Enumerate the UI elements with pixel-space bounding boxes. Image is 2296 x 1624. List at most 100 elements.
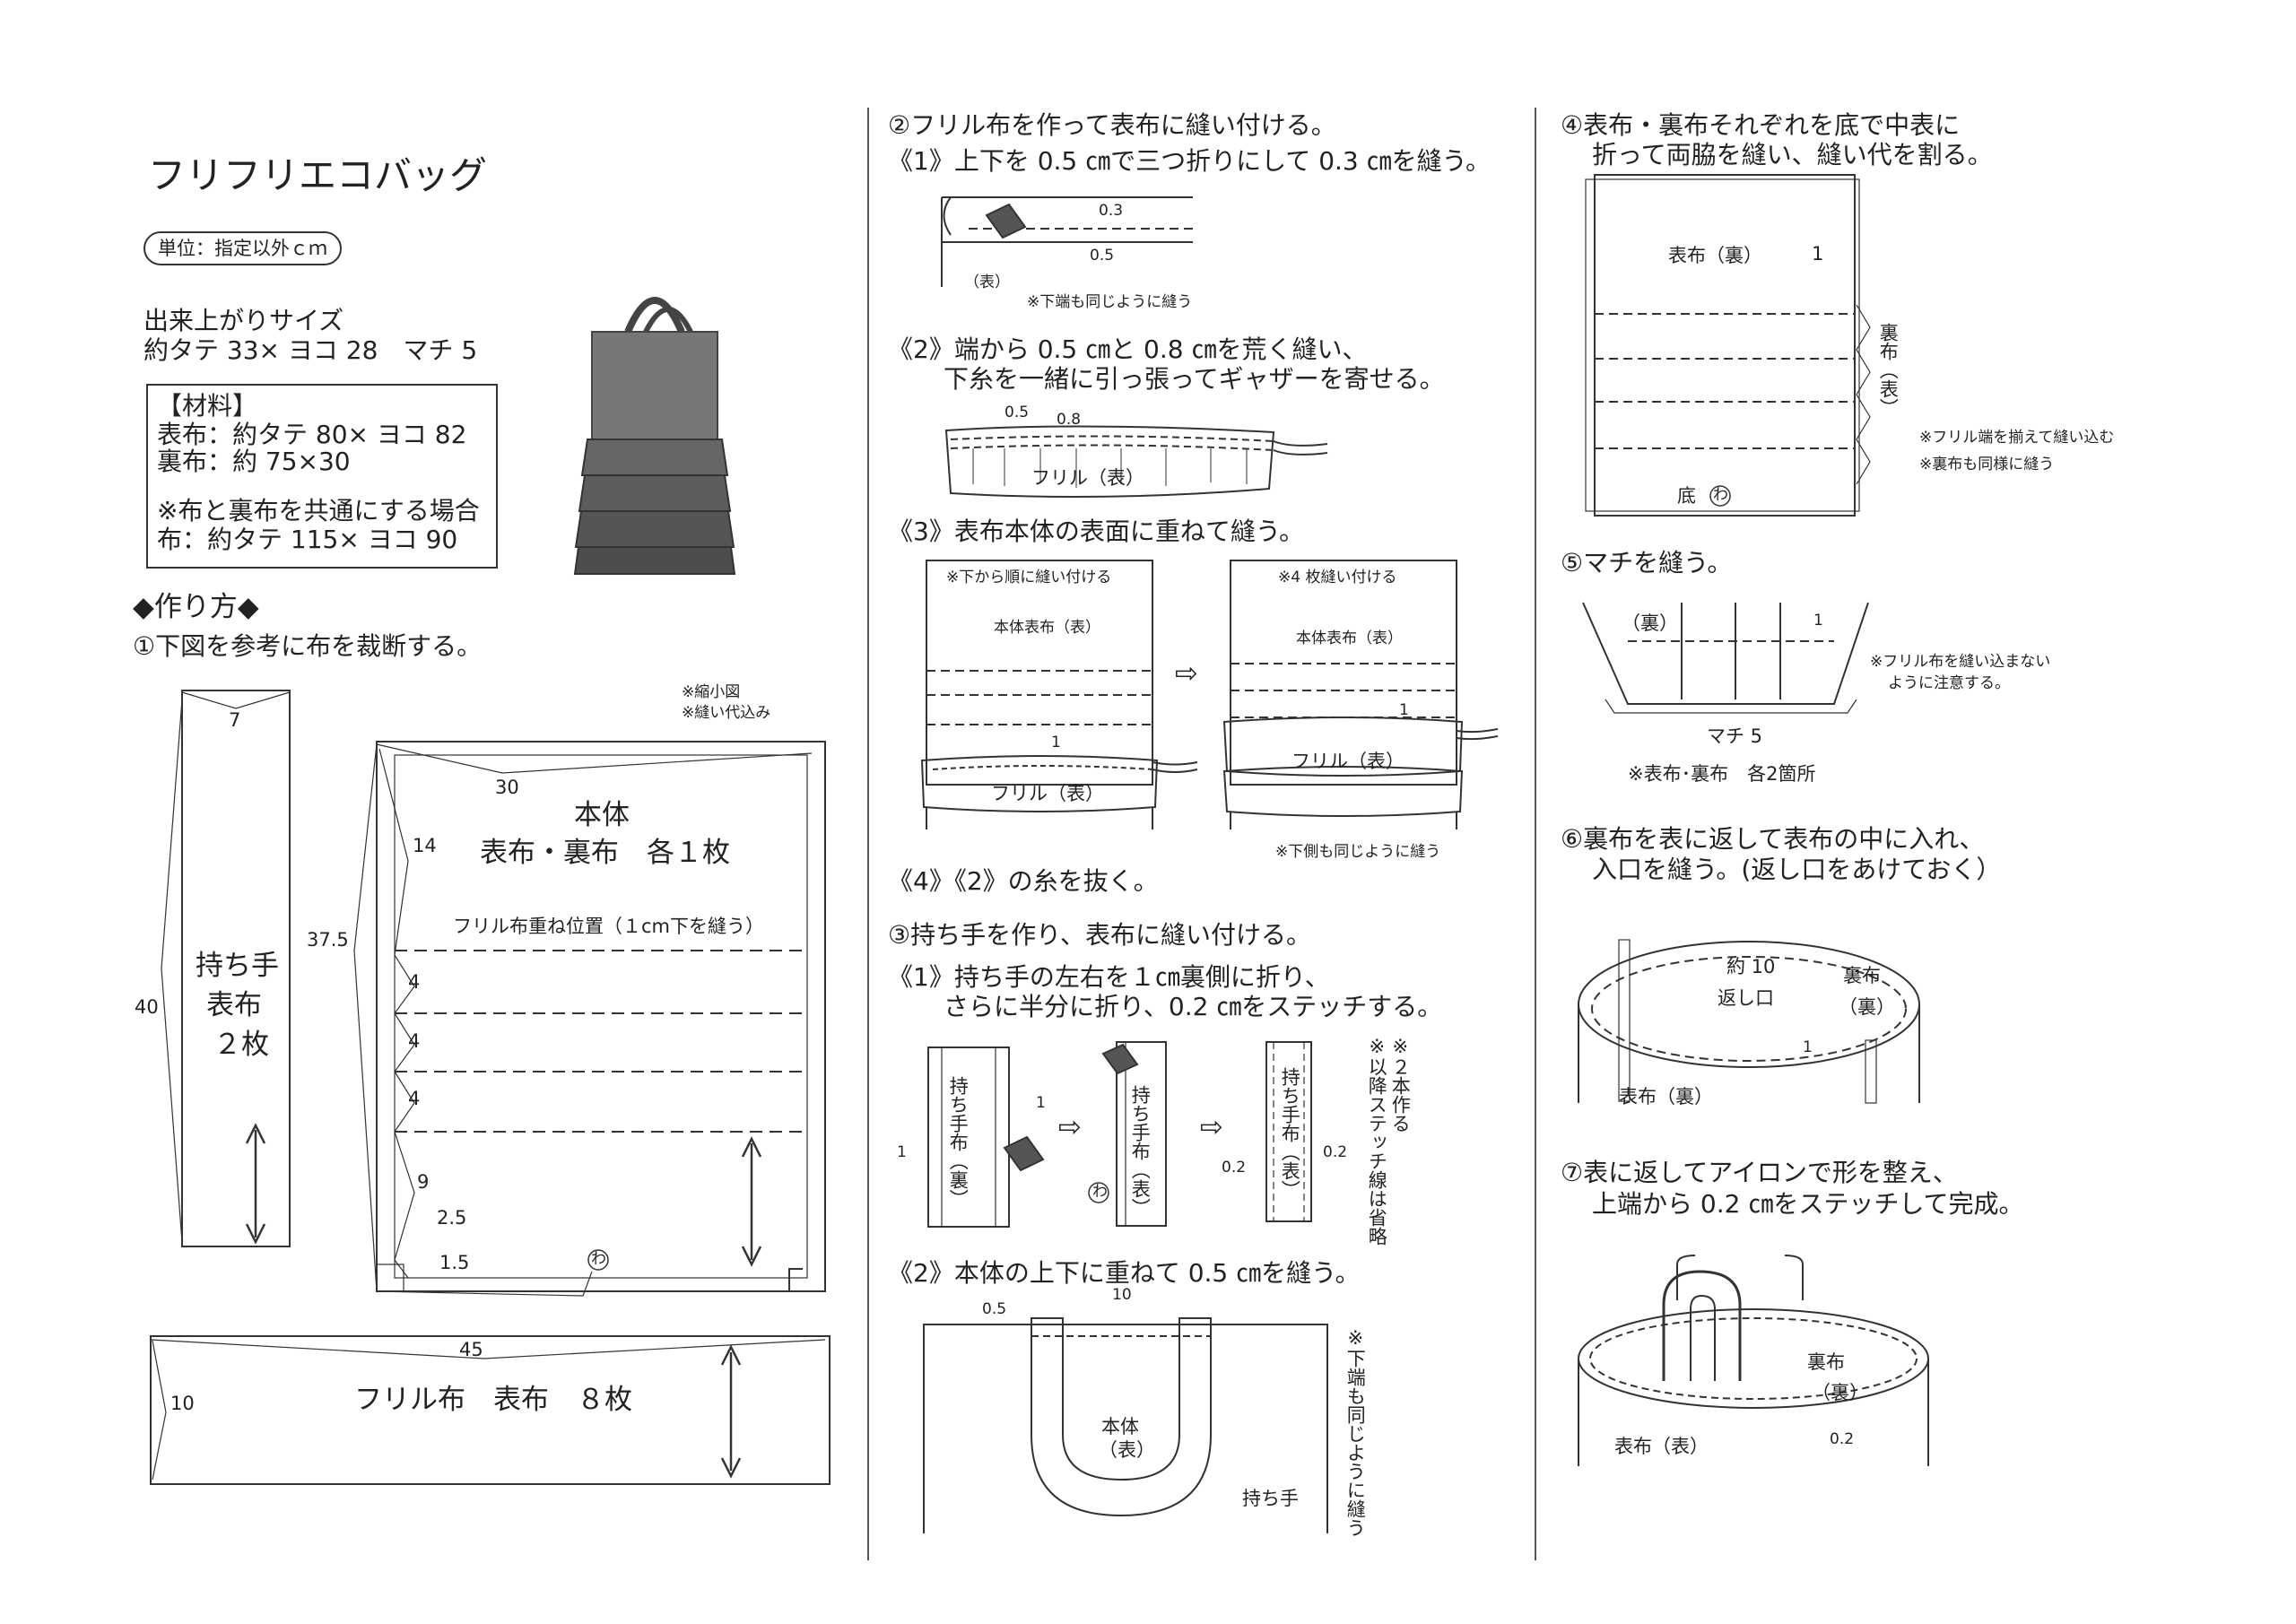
handle-label-3: ２枚	[213, 1029, 269, 1061]
body-label-2: 表布・裏布 各１枚	[480, 837, 730, 869]
handle-fold-one: 1	[897, 1143, 907, 1161]
sew-sides-diagram	[1585, 174, 1871, 517]
fold-note: ※下端も同じように縫う	[1027, 293, 1193, 311]
handle-attach-diagram	[923, 1317, 1328, 1533]
opening-outer: 表布（裏）	[1619, 1086, 1713, 1107]
step2-4: 《4》《2》の糸を抜く。	[888, 866, 1159, 896]
body-width: 30	[495, 777, 519, 798]
handle-fold-d02-a: 0.2	[1222, 1159, 1247, 1177]
handle-fold-label-1: 持ち手布（裏）	[947, 1076, 970, 1208]
gusset-diagram	[1582, 602, 1869, 714]
opening-one: 1	[1803, 1038, 1813, 1056]
ruffle-width: 45	[459, 1339, 483, 1360]
gusset-note-2: ※表布･裏布 各2箇所	[1628, 763, 1816, 785]
materials-heading: 【材料】	[157, 391, 258, 421]
handle-width: 7	[229, 709, 241, 731]
attach-right-diagram	[1222, 560, 1499, 829]
body-d4-1: 4	[408, 971, 421, 993]
handle-attach-label: 持ち手	[1242, 1488, 1299, 1509]
step5-heading: ⑤マチを縫う。	[1561, 548, 1733, 578]
handle-fold-one-2: 1	[1036, 1094, 1046, 1112]
size-value: 約タテ 33× ヨコ 28 マチ 5	[144, 335, 478, 365]
bag-photo	[573, 297, 736, 575]
body-label-1: 本体	[574, 799, 630, 831]
finished-d02: 0.2	[1830, 1430, 1855, 1448]
materials-lining: 裏布：約 75×30	[157, 447, 351, 476]
handle-attach-d05: 0.5	[982, 1300, 1007, 1318]
attach-bottom-note: ※下側も同じように縫う	[1275, 843, 1441, 861]
handle-pattern	[161, 690, 291, 1247]
handle-fold-label-2: 持ち手布（表）	[1129, 1085, 1152, 1217]
handle-arrow-2: ⇨	[1200, 1111, 1223, 1143]
attach-left-ruffle: フリル（表）	[991, 783, 1104, 804]
fold-omote: （表）	[964, 274, 1010, 291]
gather-d05: 0.5	[1004, 404, 1030, 421]
attach-right-note: ※4 枚縫い付ける	[1278, 569, 1397, 586]
materials-outer: 表布：約タテ 80× ヨコ 82	[157, 420, 467, 449]
body-height: 37.5	[307, 929, 349, 951]
page-title: フリフリエコバッグ	[148, 153, 488, 197]
handle-attach-vnote: ※下端も同じように縫う	[1344, 1327, 1367, 1537]
ruffle-label: フリル布 表布 ８枚	[354, 1384, 632, 1416]
attach-left-note: ※下から順に縫い付ける	[946, 569, 1112, 586]
fold-diagram	[941, 196, 1193, 287]
attach-left-diagram	[920, 560, 1198, 829]
handle-fold-label-3: 持ち手布（表）	[1279, 1067, 1301, 1199]
sides-one: 1	[1812, 243, 1824, 265]
attach-left-body: 本体表布（表）	[994, 619, 1100, 637]
step7-line1: ⑦表に返してアイロンで形を整え、	[1561, 1158, 1958, 1187]
handle-label-2: 表布	[206, 989, 262, 1021]
handle-fold-wa: わ	[1092, 1183, 1108, 1201]
fold-d03: 0.3	[1099, 202, 1124, 220]
step3-2: 《2》本体の上下に重ねて 0.5 ㎝を縫う。	[888, 1258, 1361, 1288]
finished-bag-diagram	[1578, 1255, 1929, 1466]
fold-d05: 0.5	[1090, 247, 1115, 265]
handle-attach-body-2: （表）	[1099, 1439, 1155, 1461]
ruffle-height: 10	[170, 1393, 195, 1414]
attach-right-one: 1	[1399, 701, 1409, 719]
sides-wa: わ	[1713, 486, 1728, 504]
sides-outer-label: 表布（裏）	[1668, 245, 1762, 266]
body-pattern	[353, 741, 826, 1297]
handle-vnote-2: ※以降ステッチ線は省略	[1366, 1036, 1388, 1246]
step1-text: ①下図を参考に布を裁断する。	[133, 631, 483, 661]
finished-outer: 表布（表）	[1614, 1436, 1709, 1457]
materials-common: 布：約タテ 115× ヨコ 90	[157, 525, 458, 554]
step7-line2: 上端から 0.2 ㎝をステッチして完成。	[1592, 1189, 2024, 1219]
step2-2a: 《2》端から 0.5 ㎝と 0.8 ㎝を荒く縫い、	[888, 334, 1368, 364]
materials-box	[146, 384, 498, 569]
attach-right-body: 本体表布（表）	[1296, 630, 1403, 647]
handle-attach-d10: 10	[1112, 1286, 1132, 1304]
body-d15: 1.5	[439, 1252, 470, 1273]
body-d4-3: 4	[408, 1088, 421, 1109]
sides-note-1: ※フリル端を揃えて縫い込む	[1919, 429, 2115, 447]
step2-1: 《1》上下を 0.5 ㎝で三つ折りにして 0.3 ㎝を縫う。	[888, 146, 1491, 176]
cut-note-2: ※縫い代込み	[682, 704, 771, 722]
gather-d08: 0.8	[1057, 411, 1082, 429]
body-d9: 9	[417, 1171, 430, 1193]
step2-3: 《3》表布本体の表面に重ねて縫う。	[888, 517, 1305, 546]
sides-note-2: ※裏布も同様に縫う	[1919, 456, 2055, 473]
body-fold-mark: わ	[591, 1250, 606, 1268]
handle-label-1: 持ち手	[196, 950, 279, 982]
sides-lining-label: 裏布（表）	[1877, 323, 1900, 417]
gusset-one: 1	[1813, 612, 1823, 630]
handle-fold-d02-b: 0.2	[1323, 1143, 1348, 1161]
unit-badge: 単位：指定以外ｃｍ	[144, 231, 342, 266]
attach-left-one: 1	[1051, 734, 1061, 751]
sew-opening-diagram	[1578, 939, 1920, 1104]
gusset-ura: （裏）	[1622, 612, 1678, 634]
finished-lining: 裏布	[1807, 1351, 1845, 1373]
cut-note-1: ※縮小図	[682, 683, 741, 701]
handle-fold-diagram	[927, 1041, 1312, 1228]
attach-right-ruffle: フリル（表）	[1292, 751, 1405, 772]
attach-arrow: ⇨	[1175, 657, 1198, 690]
step3-1b: さらに半分に折り、0.2 ㎝をステッチする。	[944, 992, 1443, 1021]
gather-diagram	[944, 425, 1328, 498]
gusset-note-a: ※フリル布を縫い込まない	[1870, 653, 2051, 671]
opening-d: （裏）	[1839, 996, 1895, 1018]
materials-note: ※布と裏布を共通にする場合	[157, 496, 480, 525]
step4-line1: ④表布・裏布それぞれを底で中表に	[1561, 110, 1961, 140]
gather-ruffle-label: フリル（表）	[1031, 467, 1144, 489]
